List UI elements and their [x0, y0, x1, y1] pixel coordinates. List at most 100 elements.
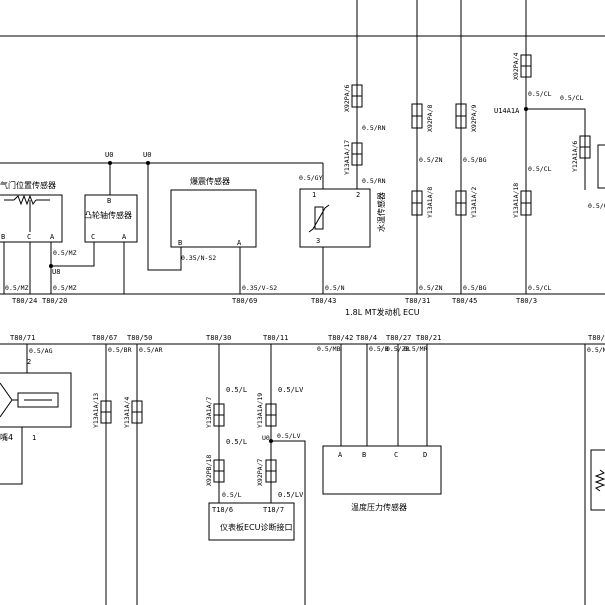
label-x92pa6: X92PA/6 — [343, 85, 351, 112]
wire-u14a1a-branch — [526, 108, 586, 190]
injector-pin-2: 2 — [27, 358, 31, 366]
wire-lv-2: 0.5/LV — [277, 432, 301, 440]
u8-label: U8 — [52, 268, 60, 276]
injector-box — [0, 372, 72, 428]
diag-pin-t18-7: T18/7 — [263, 506, 284, 514]
throttle-pin-a: A — [50, 233, 55, 241]
pin-t80-50: T80/50 — [127, 334, 152, 342]
diag-port-box — [208, 502, 295, 541]
wire-cl-2: 0.5/CL — [560, 94, 584, 102]
throttle-potentiometer — [13, 194, 37, 206]
coolant-wire-gy: 0.5/GY — [299, 174, 323, 182]
pin-t80-30: T80/30 — [206, 334, 231, 342]
pin-t80-27: T80/27 — [386, 334, 411, 342]
knock-pin-a: A — [237, 239, 242, 247]
connector-x92pb18 — [213, 459, 225, 483]
wire-c-edge: 0.5/C — [588, 202, 605, 210]
wire-bg-1: 0.5/BG — [463, 156, 487, 164]
coolant-pin-3: 3 — [316, 237, 320, 245]
label-x92pa9: X92PA/9 — [470, 105, 478, 132]
knock-sensor-label: 爆震传感器 — [190, 176, 230, 186]
connector-x92pa4 — [520, 54, 532, 78]
coolant-sensor-label: 水温传感器 — [376, 192, 386, 232]
u0-label-a: U0 — [105, 151, 113, 159]
throttle-sensor-label: 气门位置传感器 — [0, 180, 56, 190]
connector-y13a1a17 — [351, 142, 363, 166]
top-section: 1.8L MT发动机 ECU T80/24 T80/20 T80/69 T80/… — [0, 0, 605, 317]
tp-sensor-label: 温度压力传感器 — [351, 502, 407, 512]
throttle-wire-mz-1: 0.5/MZ — [5, 284, 29, 292]
wire-bg-2: 0.5/BG — [463, 284, 487, 292]
wire-lv-3: 0.5/LV — [278, 491, 304, 499]
pin-t80-69: T80/69 — [232, 297, 257, 305]
connector-y13a1a7 — [213, 403, 225, 427]
label-x92pb18: X92PB/18 — [205, 455, 213, 486]
bottom-right-resistor-icon — [594, 469, 605, 492]
label-y13a1a13: Y13A1A/13 — [92, 393, 100, 428]
injector-label: 嘴4 — [0, 432, 13, 442]
thermistor-icon — [308, 204, 330, 233]
throttle-pin-c: C — [27, 233, 31, 241]
cam-pin-c: C — [91, 233, 95, 241]
wire-cl-3: 0.5/CL — [528, 165, 552, 173]
label-y12a1a6: Y12A1A/6 — [571, 141, 579, 172]
bottom-section: T80/71 T80/67 T80/50 T80/30 T80/11 T80/4… — [0, 334, 605, 605]
u0-label-b: U0 — [143, 151, 151, 159]
connector-x92pa6 — [351, 84, 363, 108]
knock-wire-b — [147, 163, 182, 271]
connector-y13a1a4 — [131, 400, 143, 424]
knock-wire-ns2: 0.35/N-S2 — [181, 254, 216, 262]
connector-y13a1a8 — [411, 190, 423, 216]
cam-sensor-label: 凸轮轴传感器 — [84, 210, 132, 220]
u0-label-bottom: U0 — [262, 434, 270, 442]
coolant-pin-2: 2 — [356, 191, 360, 199]
connector-y13a1a2 — [455, 190, 467, 216]
wire-br: 0.5/BR — [108, 346, 132, 354]
pin-t80-45: T80/45 — [452, 297, 477, 305]
tp-pin-a: A — [338, 451, 343, 459]
junction-u8 — [49, 264, 53, 268]
wire-lv-1: 0.5/LV — [278, 386, 304, 394]
wire-l-3: 0.5/L — [222, 491, 242, 499]
label-x92pa8: X92PA/8 — [426, 105, 434, 132]
cam-pin-a: A — [122, 233, 127, 241]
throttle-wire-mz-3: 0.5/MZ — [53, 284, 77, 292]
pin-t80-42: T80/42 — [328, 334, 353, 342]
tp-wire-zb: 0.5/ZB — [386, 345, 410, 353]
wire-rn-2: 0.5/RN — [362, 177, 386, 185]
cam-pin-b: B — [107, 197, 111, 205]
injector-valve-icon — [0, 382, 59, 418]
tp-wire-mr: 0.5/MR — [404, 345, 428, 353]
wire-l-2: 0.5/L — [226, 438, 247, 446]
throttle-sensor-box — [0, 194, 63, 243]
wire-ar: 0.5/AR — [139, 346, 163, 354]
connector-y12a1a6 — [579, 135, 591, 159]
pin-t80-71: T80/71 — [10, 334, 35, 342]
tp-sensor-box — [322, 445, 442, 495]
wire-nv: 0.5/NV — [587, 346, 605, 354]
tp-pin-d: D — [423, 451, 427, 459]
pin-t80-43: T80/43 — [311, 297, 336, 305]
coolant-pin-1: 1 — [312, 191, 316, 199]
knock-pin-b: B — [178, 239, 182, 247]
wire-zn-2: 0.5/ZN — [419, 284, 443, 292]
label-y13a1a8: Y13A1A/8 — [426, 187, 434, 218]
tp-pin-b: B — [362, 451, 366, 459]
label-x92pa7: X92PA/7 — [256, 459, 264, 486]
label-y13a1a18: Y13A1A/18 — [512, 183, 520, 218]
u14a1a-label: U14A1A — [494, 107, 520, 115]
diag-pin-t18-6: T18/6 — [212, 506, 233, 514]
connector-x92pa7 — [265, 459, 277, 483]
label-y13a1a19: Y13A1A/19 — [256, 393, 264, 428]
connector-x92pa8 — [411, 103, 423, 129]
diag-port-label: 仪表板ECU诊断接口 — [220, 522, 293, 532]
connector-y13a1a19 — [265, 403, 277, 427]
pin-t80-31: T80/31 — [405, 297, 430, 305]
ecu-label: 1.8L MT发动机 ECU — [345, 307, 420, 317]
knock-sensor-box — [170, 189, 257, 248]
pin-t80-67: T80/67 — [92, 334, 117, 342]
label-x92pa4: X92PA/4 — [512, 53, 520, 80]
pin-t80-4: T80/4 — [356, 334, 377, 342]
label-y13a1a7: Y13A1A/7 — [205, 397, 213, 428]
